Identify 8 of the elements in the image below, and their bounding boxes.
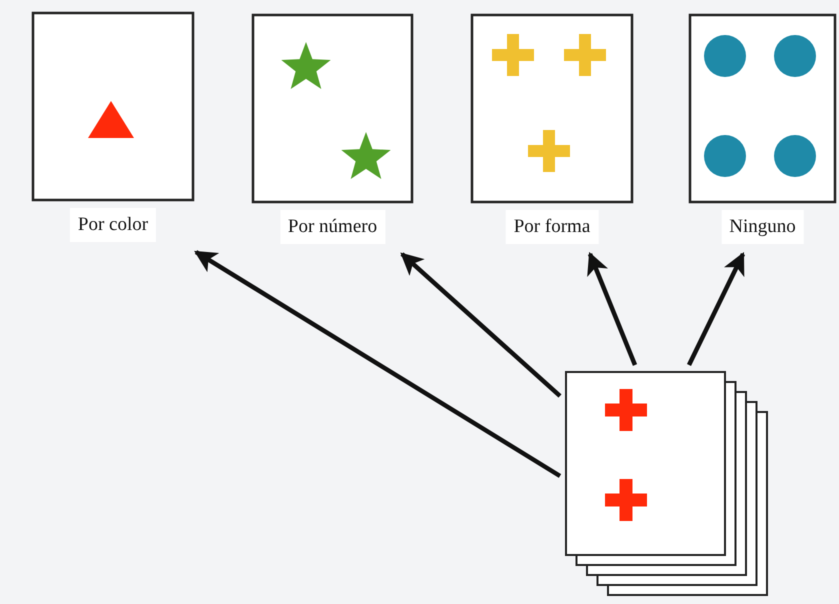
arrow <box>686 252 746 366</box>
card-label: Ninguno <box>721 210 804 244</box>
arrow <box>587 252 638 366</box>
arrow <box>194 250 562 478</box>
card-label: Por número <box>280 210 386 244</box>
card-label: Por color <box>70 208 156 242</box>
card-label: Por forma <box>506 210 598 244</box>
arrow <box>400 252 562 398</box>
